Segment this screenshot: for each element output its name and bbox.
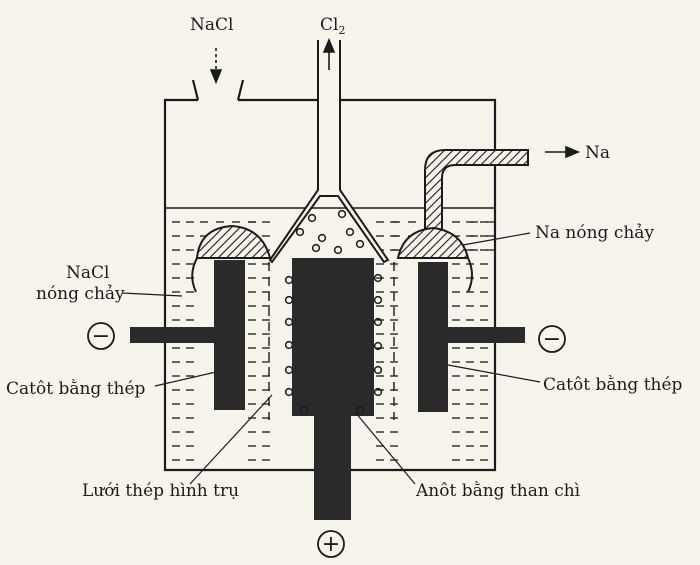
bubble xyxy=(284,317,294,327)
bubble xyxy=(317,233,327,243)
plus-sign: + xyxy=(322,532,340,557)
curtain-left xyxy=(191,257,198,293)
bubble xyxy=(373,273,383,283)
label-cl2: Cl2 xyxy=(320,15,345,37)
bubble xyxy=(284,387,294,397)
label-nacl-molten-line1: NaCl xyxy=(66,263,109,283)
anode-stem xyxy=(314,412,351,520)
cathode-bar-left xyxy=(130,327,215,343)
bubble xyxy=(373,387,383,397)
label-nacl-input: NaCl xyxy=(190,15,233,35)
bubble xyxy=(284,275,294,285)
label-na-output: Na xyxy=(585,143,610,163)
bubble xyxy=(299,405,309,415)
chlorine-bubbles xyxy=(284,209,383,415)
arrow-nacl-in xyxy=(209,48,223,85)
label-cathode-left: Catôt bằng thép xyxy=(6,379,146,399)
label-cathode-right: Catôt bằng thép xyxy=(543,375,683,395)
sodium-dome-right xyxy=(396,226,470,259)
bubble xyxy=(311,243,321,253)
label-anode: Anôt bằng than chì xyxy=(415,481,581,501)
bubble xyxy=(373,295,383,305)
steel-mesh xyxy=(268,262,395,420)
bubble xyxy=(284,295,294,305)
cathode-left xyxy=(214,260,245,410)
bubble xyxy=(284,340,294,350)
minus-left-sign: − xyxy=(92,324,110,349)
anode-graphite xyxy=(292,258,374,416)
plus-circle xyxy=(317,530,345,558)
bubble xyxy=(355,239,365,249)
curtain-right xyxy=(467,257,473,293)
bubble xyxy=(333,245,343,255)
chlorine-collector xyxy=(268,40,390,264)
minus-right-sign: − xyxy=(543,327,561,352)
minus-right-circle xyxy=(538,325,566,353)
bubble xyxy=(307,213,317,223)
sodium-dome-left xyxy=(195,224,272,259)
label-steel-mesh: Lưới thép hình trụ xyxy=(82,481,239,501)
arrow-cl2-out xyxy=(322,37,336,70)
bubble xyxy=(373,365,383,375)
label-nacl-molten-line2: nóng chảy xyxy=(36,284,125,304)
cathode-right xyxy=(418,262,448,412)
bubble xyxy=(355,405,365,415)
bubble xyxy=(373,341,383,351)
leader-lines xyxy=(121,232,541,485)
bubble xyxy=(345,227,355,237)
bubble xyxy=(373,317,383,327)
arrow-na-out xyxy=(545,145,581,159)
bubble xyxy=(284,365,294,375)
cathode-bar-right xyxy=(447,327,525,343)
bubble xyxy=(295,227,305,237)
label-na-molten: Na nóng chảy xyxy=(535,223,654,243)
minus-left-circle xyxy=(87,322,115,350)
bubble xyxy=(337,209,347,219)
